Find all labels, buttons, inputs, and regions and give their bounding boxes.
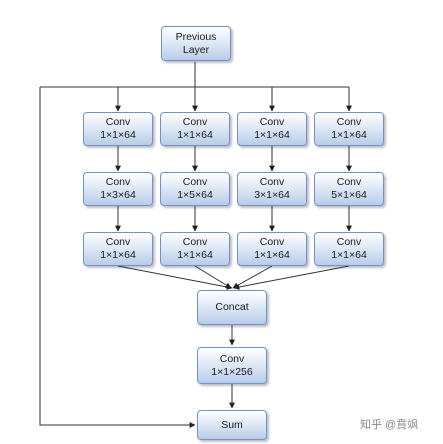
node-label: Conv — [182, 176, 208, 188]
conv-node-row2-col2: Conv 1×5×64 — [160, 172, 230, 206]
node-sublabel: 1×1×64 — [254, 129, 290, 141]
conv-node-row2-col4: Conv 5×1×64 — [314, 172, 384, 206]
node-sublabel: 1×3×64 — [100, 189, 136, 201]
node-sublabel: 1×1×64 — [177, 129, 213, 141]
conv-node-row1-col3: Conv 1×1×64 — [237, 112, 307, 146]
conv-node-row1-col1: Conv 1×1×64 — [83, 112, 153, 146]
node-label: Concat — [215, 301, 249, 313]
node-sublabel: 1×5×64 — [177, 189, 213, 201]
conv-node-row3-col3: Conv 1×1×64 — [237, 232, 307, 266]
conv-node-row3-col2: Conv 1×1×64 — [160, 232, 230, 266]
conv-node-row1-col2: Conv 1×1×64 — [160, 112, 230, 146]
previous-layer-node: Previous Layer — [161, 26, 231, 61]
node-label: Conv — [182, 116, 208, 128]
node-sublabel: 1×1×256 — [211, 365, 253, 378]
node-label: Sum — [221, 418, 243, 431]
concat-node: Concat — [197, 290, 267, 325]
node-label: Conv — [182, 236, 208, 248]
node-label: Conv — [105, 176, 131, 188]
node-label: Conv — [219, 352, 245, 365]
residual-shortcut — [39, 87, 196, 428]
edge-conv-c2-to-concat — [194, 265, 232, 289]
watermark-text: 知乎 @賁飒 — [360, 419, 419, 431]
node-label: Conv — [105, 236, 131, 248]
node-sublabel: 1×1×64 — [331, 129, 367, 141]
node-label: Conv — [259, 236, 285, 248]
node-label: Conv — [336, 236, 362, 248]
sum-node: Sum — [197, 410, 267, 440]
node-sublabel: 1×1×64 — [254, 249, 290, 261]
node-label: Conv — [105, 116, 131, 128]
conv-final-node: Conv 1×1×256 — [197, 347, 267, 384]
conv-node-row2-col3: Conv 3×1×64 — [237, 172, 307, 206]
node-sublabel: 3×1×64 — [254, 189, 290, 201]
conv-node-row2-col1: Conv 1×3×64 — [83, 172, 153, 206]
node-sublabel: 1×1×64 — [100, 129, 136, 141]
node-sublabel: 5×1×64 — [331, 189, 367, 201]
edge-conv-c1-to-concat — [117, 265, 233, 290]
node-sublabel: Layer — [182, 43, 210, 56]
node-label: Conv — [336, 116, 362, 128]
node-sublabel: 1×1×64 — [331, 249, 367, 261]
conv-node-row3-col4: Conv 1×1×64 — [314, 232, 384, 266]
edge-conv-c4-to-concat — [233, 265, 350, 290]
node-sublabel: 1×1×64 — [177, 249, 213, 261]
node-label: Conv — [259, 116, 285, 128]
node-sublabel: 1×1×64 — [100, 249, 136, 261]
node-label: Conv — [259, 176, 285, 188]
node-label: Previous — [175, 30, 217, 43]
conv-node-row1-col4: Conv 1×1×64 — [314, 112, 384, 146]
conv-node-row3-col1: Conv 1×1×64 — [83, 232, 153, 266]
node-label: Conv — [336, 176, 362, 188]
